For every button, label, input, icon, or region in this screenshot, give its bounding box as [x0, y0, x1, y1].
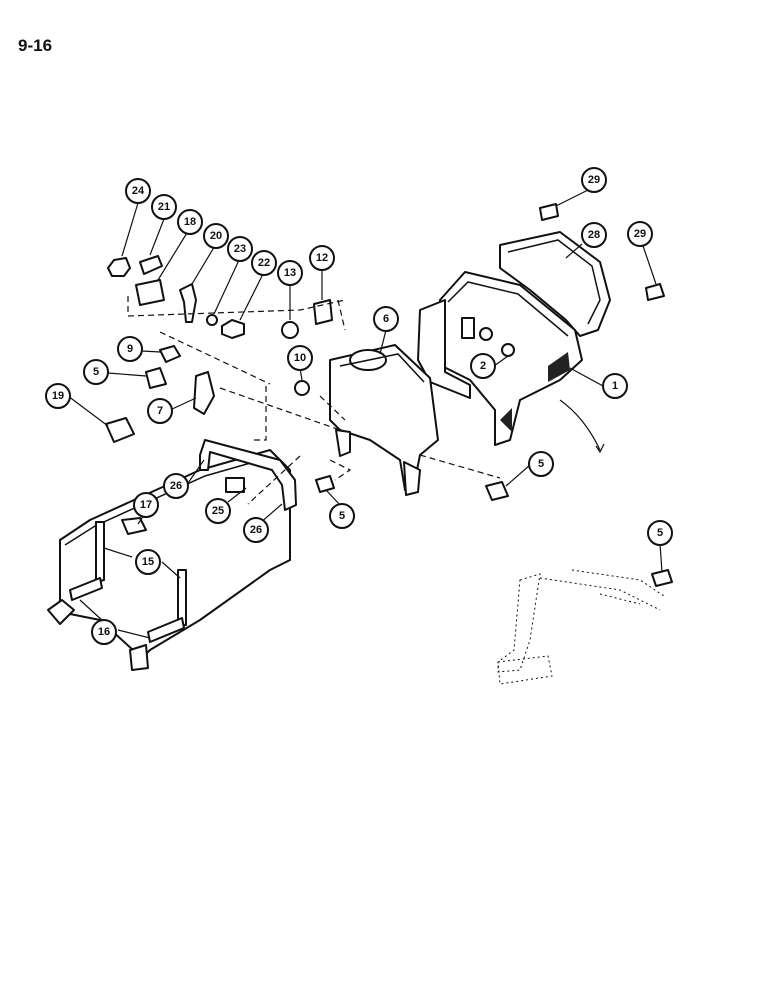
callout-18: 18 — [177, 209, 203, 235]
svg-text:16: 16 — [98, 626, 110, 638]
svg-text:12: 12 — [316, 252, 328, 264]
callout-5-bottom: 5 — [329, 503, 355, 529]
callout-12: 12 — [309, 245, 335, 271]
callout-5-right: 5 — [528, 451, 554, 477]
callout-16: 16 — [91, 619, 117, 645]
svg-text:26: 26 — [170, 480, 182, 492]
callout-13: 13 — [277, 260, 303, 286]
callout-24: 24 — [125, 178, 151, 204]
callouts: 24 21 18 20 23 22 13 12 29 28 29 9 5 7 1… — [45, 167, 673, 645]
callout-25: 25 — [205, 498, 231, 524]
svg-text:19: 19 — [52, 390, 64, 402]
alignment-lines — [127, 296, 605, 505]
svg-text:20: 20 — [210, 230, 222, 242]
svg-text:21: 21 — [158, 201, 170, 213]
svg-text:5: 5 — [657, 527, 663, 539]
callout-19: 19 — [45, 383, 71, 409]
callout-20: 20 — [203, 223, 229, 249]
steering-column-housing — [329, 344, 439, 496]
svg-text:15: 15 — [142, 556, 154, 568]
pedal-detail-inset — [497, 569, 673, 685]
svg-text:29: 29 — [588, 174, 600, 186]
svg-text:26: 26 — [250, 524, 262, 536]
callout-22: 22 — [251, 250, 277, 276]
callout-10: 10 — [287, 345, 313, 371]
svg-text:29: 29 — [634, 228, 646, 240]
callout-15: 15 — [135, 549, 161, 575]
callout-1: 1 — [602, 373, 628, 399]
svg-text:22: 22 — [258, 257, 270, 269]
svg-text:24: 24 — [132, 185, 145, 197]
front-hood-assembly — [47, 439, 297, 671]
callout-28: 28 — [581, 222, 607, 248]
svg-text:5: 5 — [339, 510, 345, 522]
svg-text:5: 5 — [538, 458, 544, 470]
callout-2: 2 — [470, 353, 496, 379]
callout-9: 9 — [117, 336, 143, 362]
callout-17: 17 — [133, 492, 159, 518]
callout-5-left: 5 — [83, 359, 109, 385]
callout-26-lower: 26 — [243, 517, 269, 543]
leader-lines — [67, 188, 663, 639]
svg-text:2: 2 — [480, 360, 486, 372]
hardware-parts — [105, 203, 665, 501]
svg-text:10: 10 — [294, 352, 306, 364]
rear-cover-assembly — [417, 231, 611, 446]
callout-21: 21 — [151, 194, 177, 220]
callout-6: 6 — [373, 306, 399, 332]
callout-29-top: 29 — [581, 167, 607, 193]
svg-text:17: 17 — [140, 499, 152, 511]
svg-text:23: 23 — [234, 243, 246, 255]
page-number: 9-16 — [18, 36, 53, 55]
callout-7: 7 — [147, 398, 173, 424]
svg-text:13: 13 — [284, 267, 296, 279]
svg-text:6: 6 — [383, 313, 389, 325]
svg-text:28: 28 — [588, 229, 600, 241]
svg-text:25: 25 — [212, 505, 224, 517]
callout-26-upper: 26 — [163, 473, 189, 499]
callout-5-inset: 5 — [647, 520, 673, 546]
svg-text:9: 9 — [127, 343, 133, 355]
svg-text:7: 7 — [157, 405, 163, 417]
callout-29-right: 29 — [627, 221, 653, 247]
callout-23: 23 — [227, 236, 253, 262]
svg-text:1: 1 — [612, 380, 618, 392]
svg-text:18: 18 — [184, 216, 196, 228]
svg-text:5: 5 — [93, 366, 99, 378]
